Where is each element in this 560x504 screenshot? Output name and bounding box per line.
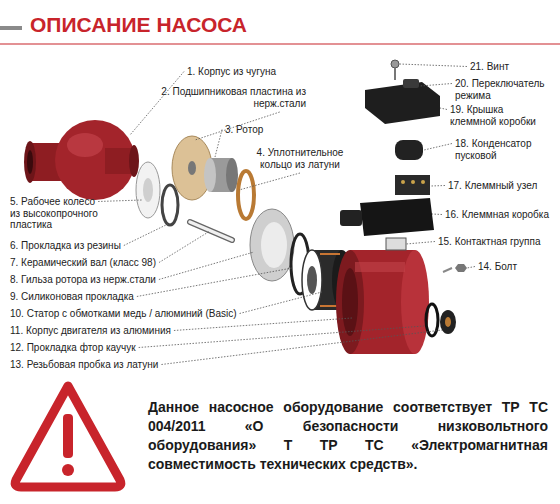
impeller: [136, 162, 160, 218]
leader-line: [195, 112, 280, 140]
title-rule: [0, 43, 560, 44]
callout-label: 9. Силиконовая прокладка: [10, 291, 134, 303]
callout-label: 20. Переключатель режима: [455, 78, 550, 101]
leader-line: [130, 72, 184, 136]
leader-line: [240, 292, 322, 314]
page-title: ОПИСАНИЕ НАСОСА: [30, 12, 247, 38]
callout-label: 17. Клеммный узел: [448, 180, 537, 192]
leader-line: [424, 144, 452, 151]
rotor-sleeve: [250, 209, 294, 281]
leader-line: [98, 200, 142, 202]
callout-label: 21. Винт: [470, 61, 509, 73]
leader-line: [161, 330, 442, 365]
ceramic-shaft: [190, 222, 232, 240]
callout-label: 16. Клеммная коробка: [445, 209, 549, 221]
leader-line: [432, 214, 442, 216]
warning-sign: [15, 386, 121, 487]
callout-label: 3. Ротор: [225, 124, 263, 136]
capacitor: [395, 140, 423, 160]
leader-line: [159, 252, 254, 280]
leader-line: [159, 231, 210, 263]
terminal-cover: [365, 82, 440, 124]
leader-line: [174, 318, 352, 331]
leader-line: [139, 326, 424, 348]
callout-label: 15. Контактная группа: [438, 236, 540, 248]
terminal-block: [395, 175, 430, 195]
callout-label: 1. Корпус из чугуна: [187, 66, 276, 78]
brass-plug: [440, 310, 456, 334]
callout-label: 10. Статор с обмотками медь / алюминий (…: [10, 308, 237, 320]
callout-label: 11. Корпус двигателя из алюминия: [10, 325, 171, 337]
contact-group: [386, 238, 406, 250]
leader-line: [440, 108, 447, 110]
callout-label: 18. Конденсатор пусковой: [455, 138, 545, 161]
leader-line: [406, 242, 435, 245]
leader-line: [420, 84, 452, 87]
leader-line: [467, 267, 475, 269]
pump-body: [24, 120, 139, 200]
callout-label: 14. Болт: [478, 261, 517, 273]
title-bar: [0, 26, 22, 30]
motor-housing: [336, 250, 429, 354]
bolt: [443, 264, 467, 272]
leader-line: [431, 185, 445, 187]
fluor-gasket: [426, 304, 438, 336]
callout-label: 5. Рабочее колесо из высокопрочного плас…: [10, 196, 106, 231]
rotor: [204, 158, 238, 192]
callout-label: 4. Уплотнительное кольцо из латуни: [252, 147, 348, 170]
leader-line: [399, 64, 467, 67]
callout-label: 7. Керамический вал (класс 98): [10, 257, 156, 269]
leader-line: [239, 173, 300, 190]
mode-switch: [403, 79, 419, 88]
callout-label: 2. Подшипниковая пластина из нерж.стали: [160, 86, 306, 109]
callout-label: 13. Резьбовая пробка из латуни: [10, 359, 158, 371]
terminal-box: [360, 198, 434, 236]
leader-line: [215, 130, 222, 158]
compliance-note: Данное насосное оборудование соответству…: [148, 398, 548, 474]
callout-label: 12. Прокладка фтор каучук: [10, 342, 136, 354]
leader-line: [124, 224, 168, 246]
callout-label: 6. Прокладка из резины: [10, 240, 121, 252]
leader-line: [137, 268, 292, 297]
callout-label: 19. Крышка клеммной коробки: [450, 104, 552, 127]
rubber-gasket: [162, 185, 178, 225]
brass-ring: [238, 171, 254, 219]
cable-gland: [340, 210, 362, 226]
screw: [391, 60, 399, 80]
callout-label: 8. Гильза ротора из нерж.стали: [10, 274, 156, 286]
ceramic-shaft: [190, 222, 232, 240]
